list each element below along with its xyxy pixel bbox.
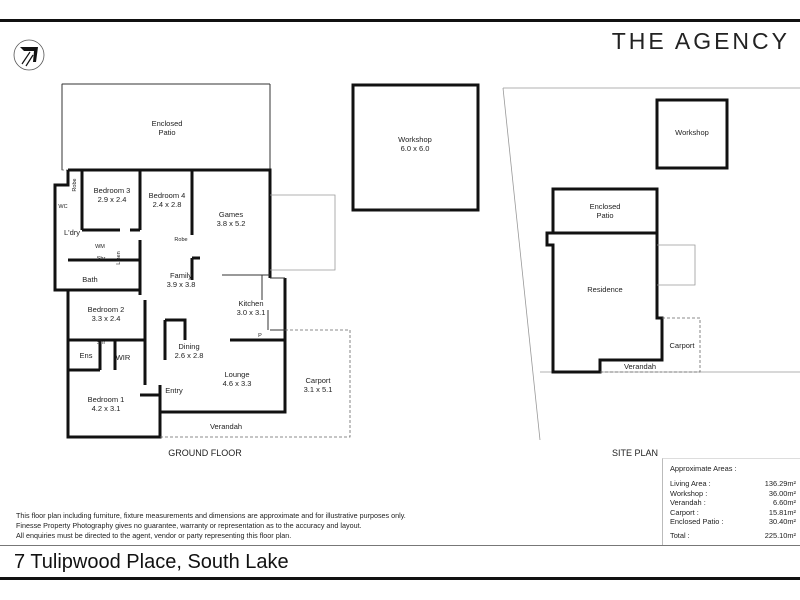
bedroom3-size: 2.9 x 2.4 bbox=[98, 195, 127, 204]
shr2-label: Shr bbox=[97, 340, 106, 346]
wm-label: WM bbox=[95, 244, 105, 250]
area-row: Living Area : 136.29m² bbox=[670, 479, 796, 489]
area-value: 15.81m² bbox=[768, 507, 796, 517]
bedroom2-size: 3.3 x 2.4 bbox=[92, 314, 121, 323]
area-label: Enclosed Patio : bbox=[670, 517, 724, 527]
total-label: Total : bbox=[670, 530, 690, 540]
wc-label: WC bbox=[58, 204, 67, 210]
family-size: 3.9 x 3.8 bbox=[167, 280, 196, 289]
site-workshop-label: Workshop bbox=[675, 128, 709, 137]
area-row: Workshop : 36.00m² bbox=[670, 489, 796, 499]
site-plan-title: SITE PLAN bbox=[612, 448, 658, 458]
brand-logo: THE AGENCY bbox=[611, 28, 790, 54]
wir-label: WIR bbox=[116, 353, 131, 362]
lounge-size: 4.6 x 3.3 bbox=[223, 379, 252, 388]
bedroom4-label: Bedroom 4 bbox=[149, 191, 186, 200]
disclaimer-line: All enquiries must be directed to the ag… bbox=[16, 531, 292, 540]
area-total-row: Total : 225.10m² bbox=[670, 531, 796, 541]
kitchen-size: 3.0 x 3.1 bbox=[237, 308, 266, 317]
ens-label: Ens bbox=[80, 351, 93, 360]
property-address: 7 Tulipwood Place, South Lake bbox=[14, 551, 289, 573]
area-value: 6.60m² bbox=[772, 498, 796, 508]
divider bbox=[0, 545, 800, 546]
disclaimer-line: This floor plan including furniture, fix… bbox=[16, 511, 406, 520]
areas-heading: Approximate Areas : bbox=[670, 464, 737, 473]
area-label: Carport : bbox=[670, 507, 699, 517]
approximate-areas-table: Approximate Areas : Living Area : 136.29m… bbox=[670, 464, 796, 541]
disclaimer: This floor plan including furniture, fix… bbox=[16, 511, 406, 541]
site-verandah-label: Verandah bbox=[624, 362, 656, 371]
area-label: Living Area : bbox=[670, 479, 711, 488]
area-label: Verandah : bbox=[670, 498, 706, 508]
areas-box-border bbox=[662, 458, 800, 545]
area-value: 136.29m² bbox=[764, 479, 796, 488]
ground-floor-title: GROUND FLOOR bbox=[168, 448, 242, 458]
total-value: 225.10m² bbox=[764, 530, 796, 540]
dining-label: Dining bbox=[178, 342, 199, 351]
area-row: Carport : 15.81m² bbox=[670, 508, 796, 518]
bedroom1-size: 4.2 x 3.1 bbox=[92, 404, 121, 413]
top-rule bbox=[0, 19, 800, 22]
workshop-size: 6.0 x 6.0 bbox=[401, 144, 430, 153]
kitchen-label: Kitchen bbox=[238, 299, 263, 308]
games-label: Games bbox=[219, 210, 243, 219]
games-size: 3.8 x 5.2 bbox=[217, 219, 246, 228]
site-carport-label: Carport bbox=[669, 341, 695, 350]
area-row: Enclosed Patio : 30.40m² bbox=[670, 517, 796, 527]
site-enclosed-patio-label-2: Patio bbox=[596, 211, 613, 220]
disclaimer-line: Finesse Property Photography gives no gu… bbox=[16, 521, 362, 530]
site-residence-label: Residence bbox=[587, 285, 622, 294]
bedroom1-label: Bedroom 1 bbox=[88, 395, 125, 404]
monogram-logo-icon bbox=[13, 39, 45, 71]
enclosed-patio-label: Enclosed bbox=[152, 119, 183, 128]
verandah-label: Verandah bbox=[210, 422, 242, 431]
robe2-label: Robe bbox=[174, 237, 187, 243]
site-plan bbox=[502, 87, 800, 441]
ground-floor-plan bbox=[53, 83, 480, 439]
linen-label: Linen bbox=[116, 251, 122, 264]
bottom-rule bbox=[0, 577, 800, 580]
area-row: Verandah : 6.60m² bbox=[670, 498, 796, 508]
family-label: Family bbox=[170, 271, 192, 280]
area-label: Workshop : bbox=[670, 488, 708, 498]
workshop-label: Workshop bbox=[398, 135, 432, 144]
robe1-label: Robe bbox=[72, 178, 78, 191]
site-enclosed-patio-label: Enclosed bbox=[590, 202, 621, 211]
carport-size: 3.1 x 5.1 bbox=[304, 385, 333, 394]
bath-label: Bath bbox=[82, 275, 97, 284]
shr1-label: Shr bbox=[97, 256, 106, 262]
bedroom3-label: Bedroom 3 bbox=[94, 186, 131, 195]
area-value: 36.00m² bbox=[768, 488, 796, 498]
carport-label: Carport bbox=[305, 376, 331, 385]
enclosed-patio-label-2: Patio bbox=[158, 128, 175, 137]
area-value: 30.40m² bbox=[768, 517, 796, 527]
laundry-label: L'dry bbox=[64, 228, 80, 237]
house-outer-walls bbox=[53, 168, 287, 439]
pantry-label: P bbox=[258, 333, 262, 339]
entry-label: Entry bbox=[165, 386, 183, 395]
bedroom2-label: Bedroom 2 bbox=[88, 305, 125, 314]
dining-size: 2.6 x 2.8 bbox=[175, 351, 204, 360]
bedroom4-size: 2.4 x 2.8 bbox=[153, 200, 182, 209]
lounge-label: Lounge bbox=[224, 370, 249, 379]
